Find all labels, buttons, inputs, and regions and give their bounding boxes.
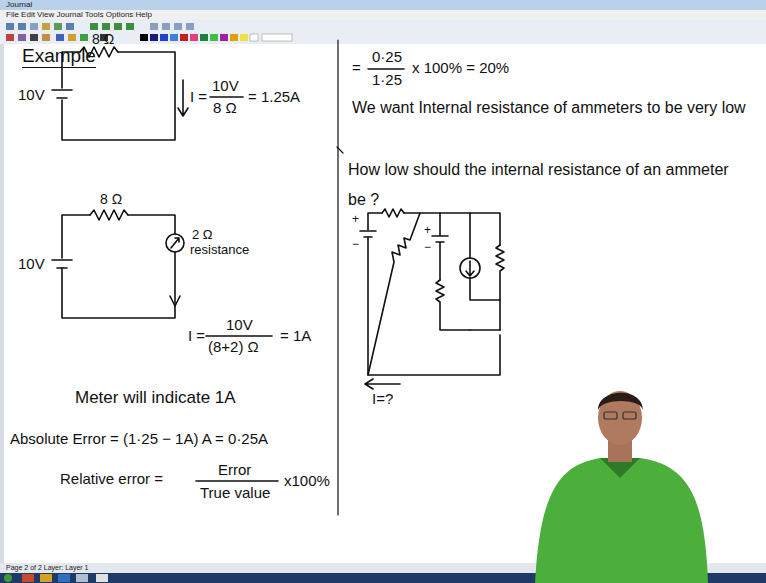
meter-resistance-word: resistance bbox=[190, 243, 249, 258]
polarity-mark: + bbox=[424, 224, 431, 238]
current-arrow bbox=[170, 296, 180, 306]
status-text: Page 2 of 2 Layer: Layer 1 bbox=[6, 564, 89, 572]
fraction-denominator: True value bbox=[200, 484, 270, 501]
equation-term: x100% bbox=[284, 472, 330, 489]
toolbar-icons bbox=[6, 23, 292, 41]
fraction-numerator: 10V bbox=[212, 77, 239, 94]
equation-term: = bbox=[352, 59, 361, 76]
error-equation: Absolute Error = (1·25 − 1A) A = 0·25A bbox=[10, 430, 268, 447]
resistor-symbol bbox=[436, 280, 470, 330]
presenter bbox=[535, 391, 708, 583]
resistor-symbol bbox=[496, 245, 504, 300]
equation-result: = 1.25A bbox=[248, 88, 300, 105]
polarity-mark: − bbox=[424, 241, 431, 255]
fraction-bar bbox=[196, 480, 278, 482]
resistor-symbol bbox=[368, 213, 420, 375]
menu-bar bbox=[0, 10, 766, 20]
voltage-label: 10V bbox=[18, 255, 45, 272]
taskbar-icons bbox=[4, 574, 108, 582]
toolbar bbox=[0, 20, 766, 44]
current-question: I=? bbox=[372, 390, 393, 407]
current-source bbox=[460, 258, 480, 278]
pen-mark bbox=[337, 147, 343, 153]
title-bar bbox=[0, 0, 766, 10]
error-equation: Relative error = bbox=[60, 470, 163, 487]
fraction-numerator: 10V bbox=[226, 316, 253, 333]
circuit-two bbox=[52, 210, 272, 336]
equation-term: I = bbox=[190, 88, 207, 105]
polarity-mark: − bbox=[352, 238, 359, 252]
voltage-label: 10V bbox=[18, 86, 45, 103]
equation-result: x 100% = 20% bbox=[412, 59, 509, 76]
fraction-bar bbox=[206, 335, 272, 337]
question-text: How low should the internal resistance o… bbox=[348, 155, 743, 215]
polarity-mark: + bbox=[352, 213, 359, 227]
fraction-denominator: 1·25 bbox=[372, 71, 402, 88]
battery-symbol bbox=[52, 260, 72, 268]
ammeter-symbol bbox=[166, 234, 184, 252]
fraction-bar bbox=[210, 96, 243, 98]
fraction-denominator: (8+2) Ω bbox=[208, 338, 259, 355]
page-margin bbox=[0, 44, 4, 564]
battery-symbol bbox=[360, 231, 376, 237]
resistor-symbol bbox=[382, 209, 404, 217]
equation-result: = 1A bbox=[280, 327, 311, 344]
current-arrow bbox=[365, 379, 400, 389]
resistance-value: 8 Ω bbox=[92, 31, 114, 47]
network-circuit bbox=[360, 209, 504, 389]
note-text: Meter will indicate 1A bbox=[75, 388, 236, 408]
fraction-numerator: Error bbox=[218, 461, 251, 478]
menu-items: File Edit View Journal Tools Options Hel… bbox=[6, 10, 152, 19]
resistance-value: 8 Ω bbox=[100, 191, 122, 207]
fraction-numerator: 0·25 bbox=[372, 48, 402, 65]
window-title: Journal bbox=[6, 0, 32, 9]
heading: Example bbox=[22, 46, 96, 68]
resistor-symbol bbox=[90, 210, 128, 220]
column-divider bbox=[337, 40, 338, 515]
fraction-bar bbox=[368, 68, 404, 70]
current-arrow bbox=[178, 80, 188, 116]
fraction-denominator: 8 Ω bbox=[213, 99, 237, 116]
battery-symbol bbox=[52, 90, 72, 98]
note-text: We want Internal resistance of ammeters … bbox=[352, 93, 747, 122]
equation-term: I = bbox=[188, 327, 205, 344]
meter-resistance: 2 Ω bbox=[192, 228, 213, 243]
